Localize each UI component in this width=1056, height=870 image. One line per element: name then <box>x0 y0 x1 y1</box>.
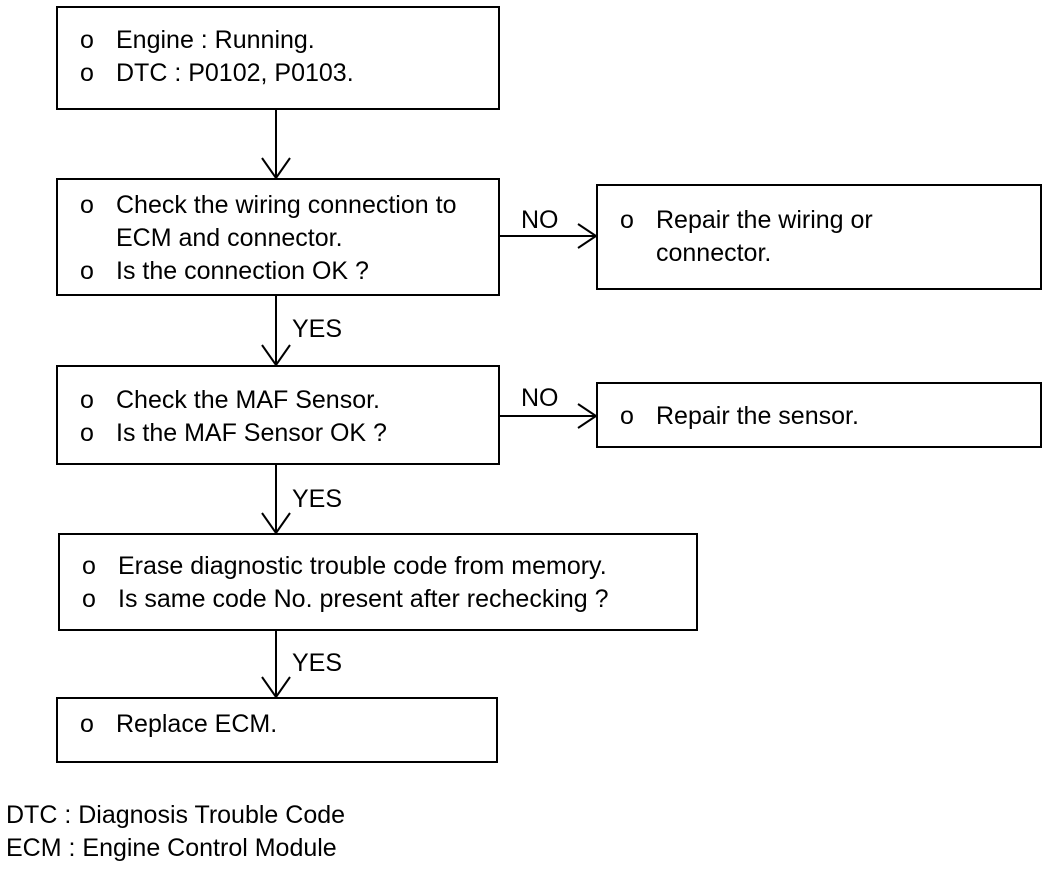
wiring-no-label: NO <box>521 206 559 234</box>
bullet-mark: o <box>80 419 94 447</box>
erase-yes-label: YES <box>292 649 343 677</box>
maf-yes-label: YES <box>292 485 343 513</box>
maf-no-label: NO <box>521 384 559 412</box>
wiring-yes-label: YES <box>292 315 343 343</box>
bullet-mark: o <box>80 710 94 738</box>
legend-ecm: ECM : Engine Control Module <box>6 834 337 862</box>
bullet-mark: o <box>82 585 96 613</box>
bullet-mark: o <box>82 552 96 580</box>
legend-dtc: DTC : Diagnosis Trouble Code <box>6 801 346 829</box>
bullet-mark: o <box>80 386 94 414</box>
bullet-mark: o <box>80 257 94 285</box>
bullet-mark: o <box>620 206 634 234</box>
bullet-mark: o <box>80 191 94 219</box>
bullet-mark: o <box>80 59 94 87</box>
bullet-mark: o <box>620 402 634 430</box>
bullet-mark: o <box>80 26 94 54</box>
